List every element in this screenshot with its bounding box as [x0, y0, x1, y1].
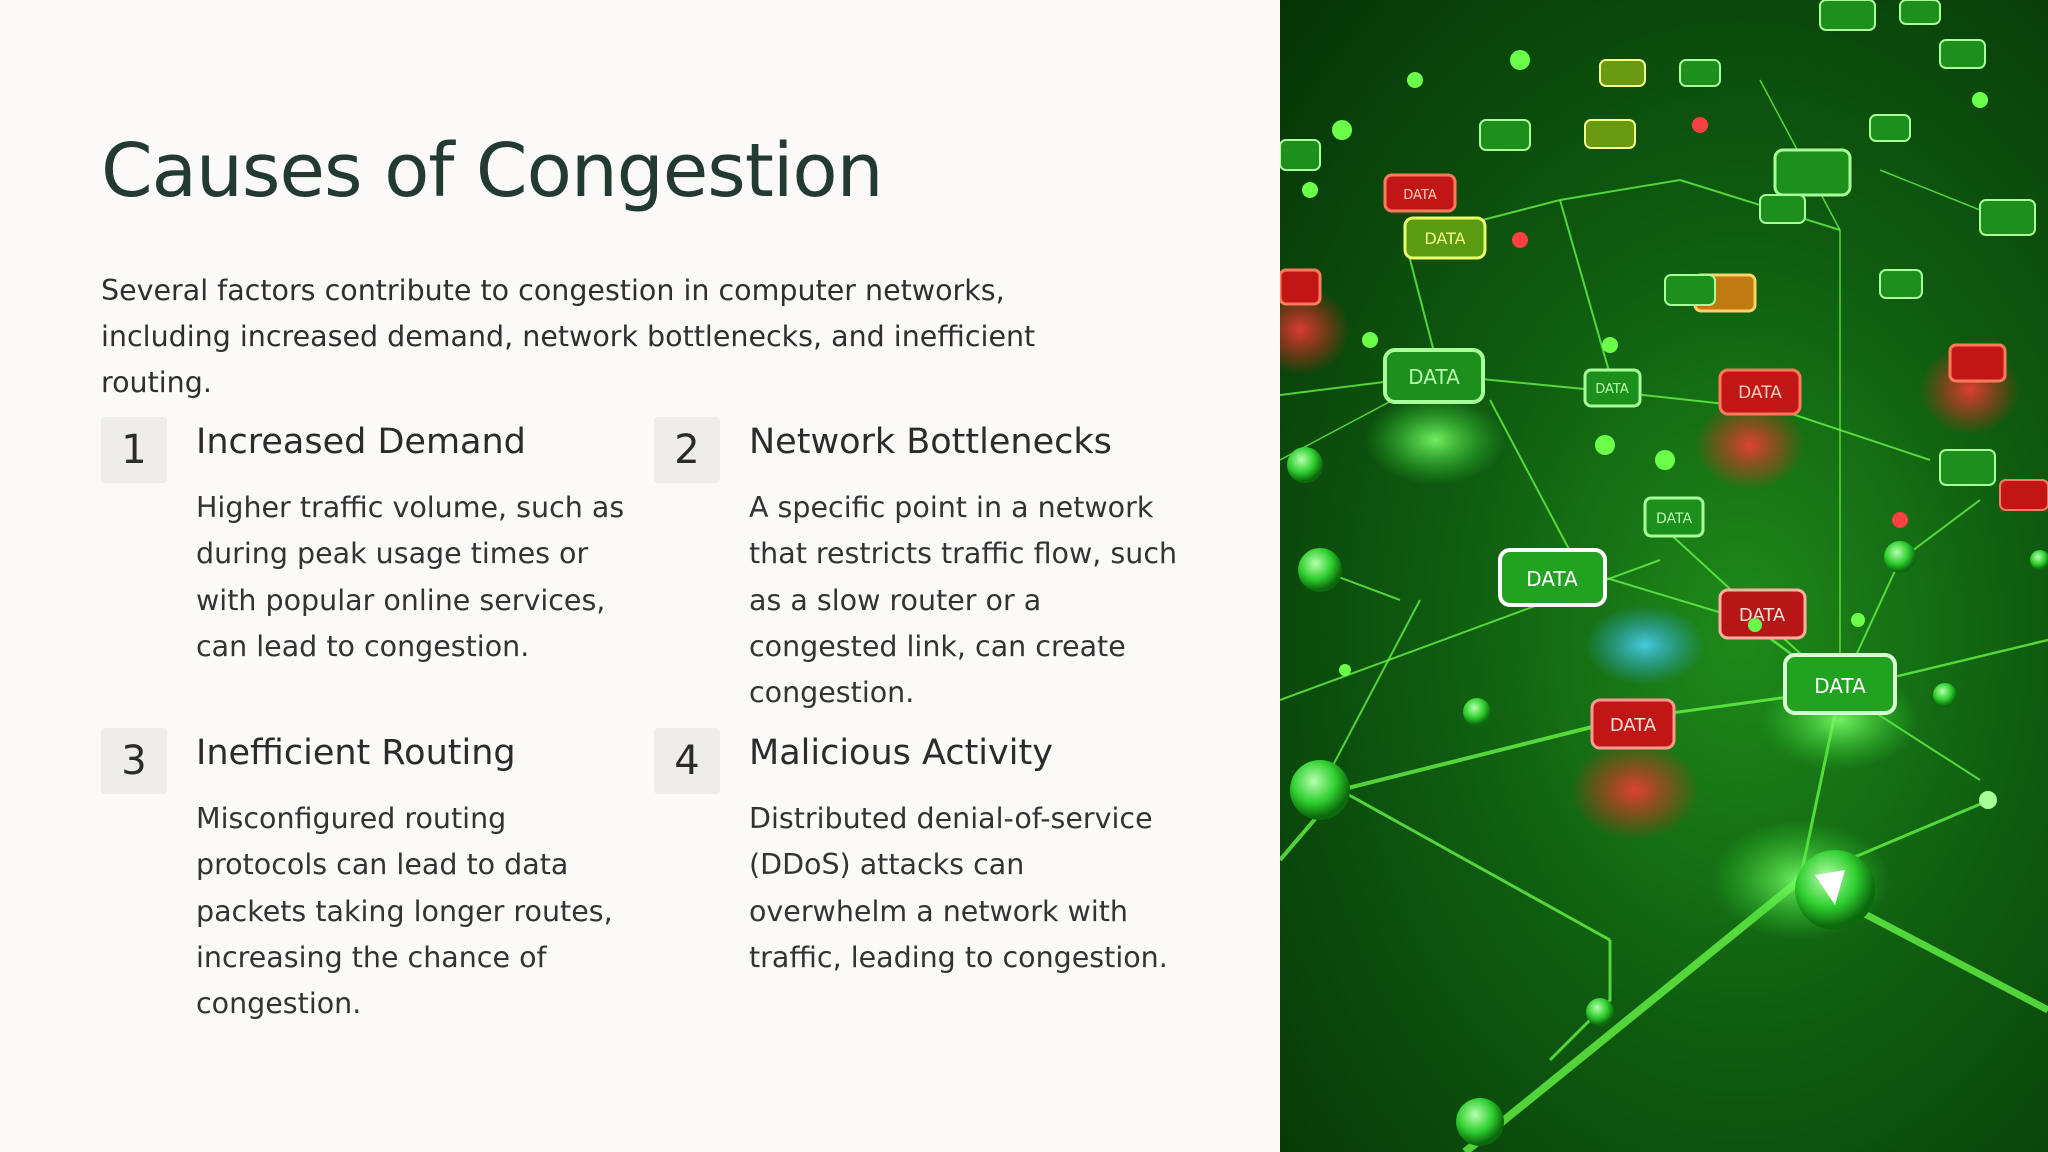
packet-green: DATA	[1783, 653, 1897, 715]
svg-text:DATA: DATA	[1408, 365, 1460, 389]
cause-description: A specific point in a network that restr…	[749, 491, 1178, 710]
number-badge: 3	[101, 728, 167, 794]
packet-red: DATA	[1718, 588, 1807, 640]
svg-text:DATA: DATA	[1403, 188, 1437, 203]
packet-red: DATA	[1718, 368, 1802, 416]
packet-green: DATA	[1498, 548, 1607, 607]
packet-small	[1280, 0, 2048, 511]
intro-paragraph: Several factors contribute to congestion…	[101, 274, 1036, 399]
network-nodes	[1287, 50, 2048, 1146]
slide-title: Causes of Congestion	[101, 128, 884, 214]
cause-description: Higher traffic volume, such as during pe…	[196, 491, 625, 663]
packet-red: DATA	[1590, 698, 1676, 750]
cause-description: Misconfigured routing protocols can lead…	[196, 802, 613, 1021]
number-badge: 1	[101, 417, 167, 483]
packet-green: DATA	[1583, 368, 1642, 408]
cause-title: Increased Demand	[196, 422, 526, 462]
packet-red	[1280, 268, 1322, 306]
svg-text:DATA: DATA	[1424, 229, 1465, 248]
cause-title: Malicious Activity	[749, 733, 1053, 773]
svg-text:DATA: DATA	[1526, 567, 1578, 591]
packet-red: DATA	[1383, 173, 1457, 213]
cause-description: Distributed denial-of-service (DDoS) att…	[749, 802, 1168, 974]
network-illustration: DATA DATA DATA DATA DATA	[1280, 0, 2048, 1152]
svg-text:DATA: DATA	[1814, 674, 1866, 698]
svg-text:DATA: DATA	[1739, 605, 1786, 626]
number-badge: 2	[654, 417, 720, 483]
svg-text:DATA: DATA	[1738, 383, 1782, 403]
packet-green: DATA	[1643, 496, 1705, 538]
svg-text:DATA: DATA	[1656, 511, 1692, 527]
cause-title: Network Bottlenecks	[749, 422, 1112, 462]
network-graph-image: DATA DATA DATA DATA DATA	[1280, 0, 2048, 1152]
packet-green: DATA	[1383, 348, 1485, 404]
packet-red	[1948, 343, 2007, 383]
number-badge: 4	[654, 728, 720, 794]
svg-text:DATA: DATA	[1595, 382, 1629, 397]
svg-text:DATA: DATA	[1610, 715, 1657, 736]
text-panel: Causes of Congestion Several factors con…	[101, 128, 1178, 1021]
cause-title: Inefficient Routing	[196, 733, 516, 773]
data-packets: DATA DATA DATA DATA DATA	[1280, 0, 2048, 750]
packet-yellow: DATA	[1403, 216, 1487, 260]
